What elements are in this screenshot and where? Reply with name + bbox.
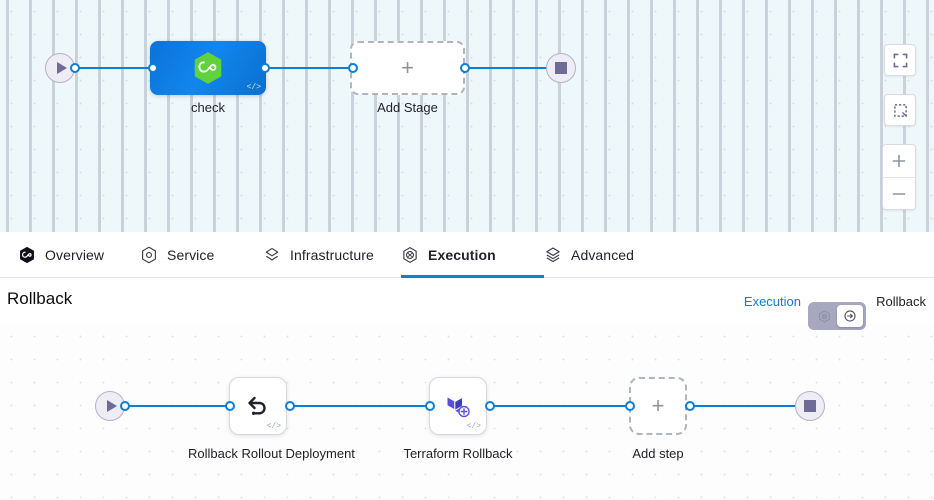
add-step-button[interactable]: + [629, 377, 687, 435]
zoom-in-button[interactable] [883, 145, 915, 177]
step-label-terraform-rollback: Terraform Rollback [403, 446, 513, 461]
tab-label-service: Service [167, 246, 215, 263]
stage-label-add-stage: Add Stage [377, 100, 438, 115]
tab-execution[interactable]: Execution [401, 232, 544, 278]
terminal-step2-out[interactable] [485, 401, 495, 411]
execution-rollback-toggle[interactable] [808, 302, 866, 330]
plus-icon: + [651, 393, 665, 418]
pipeline-stage-canvas[interactable]: </> check + Add Stage [0, 0, 934, 232]
terminal-addstep-in[interactable] [625, 401, 635, 411]
fit-to-screen-button[interactable] [884, 44, 916, 76]
terminal-start-out[interactable] [120, 401, 130, 411]
execution-link[interactable]: Execution [743, 294, 801, 309]
play-icon [106, 400, 117, 412]
pipeline-end-node[interactable] [546, 53, 576, 83]
connector-start-to-check [75, 67, 153, 69]
tab-label-advanced: Advanced [571, 246, 635, 263]
selection-box-button[interactable] [884, 94, 916, 126]
tab-overview[interactable]: Overview [18, 232, 140, 278]
connector-step2-to-addstep [488, 405, 630, 407]
terminal-addstage-in[interactable] [348, 63, 358, 73]
stop-icon [804, 400, 816, 412]
zoom-out-button[interactable] [883, 177, 915, 209]
terminal-addstep-out[interactable] [685, 401, 695, 411]
tab-label-overview: Overview [45, 246, 105, 263]
tab-label-execution: Execution [428, 246, 496, 263]
rollback-label: Rollback [876, 294, 926, 309]
execution-icon [818, 309, 830, 323]
terminal-check-out[interactable] [260, 63, 270, 73]
toggle-option-execution[interactable] [811, 305, 837, 327]
dashed-square-icon [893, 103, 907, 117]
step-node-rollback-rollout-deployment[interactable]: </> [229, 377, 287, 435]
play-icon [56, 62, 67, 74]
execution-icon [403, 246, 417, 263]
layers-icon [265, 247, 279, 260]
stage-node-check[interactable]: </> [150, 41, 266, 95]
step-node-terraform-rollback[interactable]: </> [429, 377, 487, 435]
rollback-step-canvas[interactable]: </> Rollback Rollout Deployment </> Terr… [0, 325, 934, 500]
connector-step1-to-step2 [288, 405, 431, 407]
rollback-end-node[interactable] [795, 391, 825, 421]
step-label-rollback-rollout-deployment: Rollback Rollout Deployment [188, 446, 355, 461]
code-badge-icon: </> [266, 422, 281, 431]
rollback-icon [844, 310, 856, 322]
canvas-controls-top [884, 44, 916, 76]
stage-label-check: check [191, 100, 225, 115]
toggle-option-rollback[interactable] [837, 305, 863, 327]
add-stage-button[interactable]: + [350, 41, 465, 95]
connector-start-to-step1 [125, 405, 230, 407]
plus-icon [892, 154, 906, 168]
stage-tab-bar: Overview Service Infrastructure Executio… [0, 232, 934, 278]
code-badge-icon: </> [246, 83, 261, 92]
minus-icon [892, 192, 906, 195]
terminal-addstage-out[interactable] [460, 63, 470, 73]
canvas-dot-grid [0, 0, 934, 232]
undo-arrow-icon [248, 396, 266, 415]
advanced-layers-icon [546, 246, 560, 262]
terminal-step1-in[interactable] [225, 401, 235, 411]
tab-advanced[interactable]: Advanced [544, 232, 674, 278]
stop-icon [555, 62, 567, 74]
terminal-start-out[interactable] [70, 63, 80, 73]
connector-addstage-to-end [462, 67, 555, 69]
terminal-step1-out[interactable] [285, 401, 295, 411]
service-hexagon-icon [142, 246, 156, 263]
harness-hexagon-icon [194, 52, 222, 84]
harness-hexagon-icon [20, 246, 34, 263]
step-label-add-step: Add step [632, 446, 684, 461]
canvas-controls-select [884, 94, 916, 126]
terminal-check-in[interactable] [148, 63, 158, 73]
tab-label-infrastructure: Infrastructure [290, 246, 374, 263]
tab-infrastructure[interactable]: Infrastructure [263, 232, 401, 278]
connector-check-to-addstage [263, 67, 353, 69]
tab-service[interactable]: Service [140, 232, 263, 278]
plus-icon: + [401, 55, 414, 80]
page-title: Rollback [7, 289, 73, 308]
connector-addstep-to-end [688, 405, 806, 407]
terminal-step2-in[interactable] [425, 401, 435, 411]
canvas-zoom-controls [882, 144, 916, 210]
rollback-header: Rollback Execution Rollback [0, 278, 934, 325]
terraform-icon [447, 397, 470, 418]
expand-icon [893, 53, 907, 67]
code-badge-icon: </> [466, 422, 481, 431]
